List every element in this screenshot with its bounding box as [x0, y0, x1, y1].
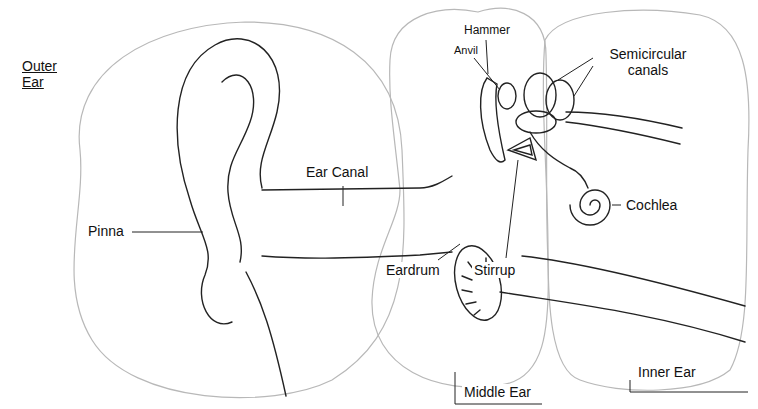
region-label: Outer Ear [20, 58, 70, 90]
part-label: Cochlea [624, 197, 679, 213]
leader-line [612, 205, 621, 206]
leader-line [438, 244, 460, 260]
region-label: Middle Ear [462, 384, 533, 400]
pinna-helix [177, 39, 279, 324]
leader-line [474, 58, 500, 90]
leader-line [132, 232, 203, 233]
auditory-nerve [566, 112, 682, 144]
stirrup-bone [508, 138, 536, 160]
part-label: Hammer [462, 24, 512, 38]
leader-line [558, 58, 593, 80]
middle-ear-region [372, 8, 548, 387]
outer-ear-region [74, 22, 404, 398]
region-bracket [455, 372, 542, 404]
part-label: Semicircular canals [596, 46, 700, 78]
region-bracket [630, 380, 748, 392]
vestibule [530, 132, 588, 188]
part-label: Pinna [86, 223, 126, 239]
part-label: Anvil [452, 44, 480, 57]
eardrum-shape [447, 241, 509, 326]
leader-line [574, 66, 593, 96]
part-label: Eardrum [384, 262, 442, 278]
semicircular-canal [516, 111, 556, 133]
eustachian-tube-top [522, 256, 745, 306]
pinna-antihelix [222, 75, 254, 262]
part-label: Ear Canal [304, 164, 370, 180]
part-label: Stirrup [472, 262, 517, 278]
leader-line [486, 40, 488, 74]
inner-ear-region [543, 10, 749, 390]
neck-line [246, 272, 286, 396]
region-label: Inner Ear [636, 364, 698, 380]
semicircular-canal [524, 73, 556, 117]
leader-line [506, 160, 518, 258]
anvil-bone [498, 83, 516, 109]
eustachian-tube-bottom [500, 292, 745, 342]
hammer-bone [481, 78, 505, 162]
cochlea-spiral [570, 190, 610, 225]
ear-canal-bottom [262, 252, 452, 258]
leader-line [343, 186, 344, 206]
